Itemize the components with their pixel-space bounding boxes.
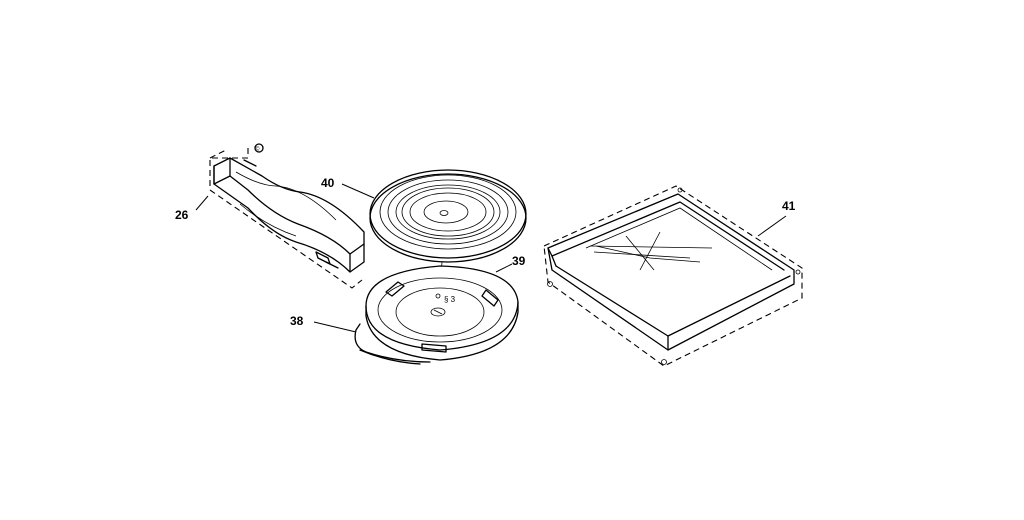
callout-38: 38 [290, 314, 304, 328]
part-39-roller-ring: § 3 39 [365, 254, 526, 361]
part-41-shelf-tray: 41 [543, 185, 803, 367]
part-26-control-bar: © 26 [175, 143, 365, 289]
callout-40: 40 [321, 176, 335, 190]
callout-26: 26 [175, 208, 189, 222]
screw-symbol: © [255, 146, 260, 153]
part-40-glass-tray: 40 [321, 169, 527, 291]
callout-41: 41 [782, 199, 796, 213]
hub-marks: § 3 [444, 295, 456, 304]
callout-39: 39 [512, 254, 526, 268]
part-38-base-ring: 38 [290, 314, 431, 365]
